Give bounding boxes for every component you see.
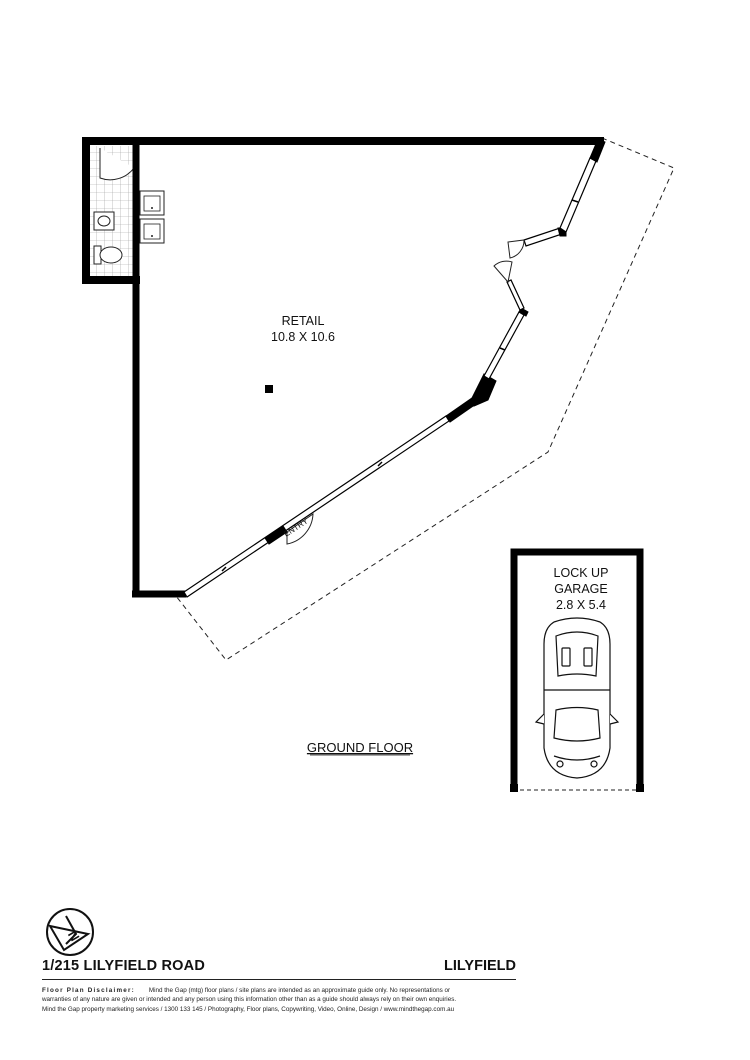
divider — [42, 979, 516, 980]
site-boundary — [175, 137, 675, 661]
bathroom — [90, 146, 136, 276]
disclaimer-line-1: Mind the Gap (mtg) floor plans / site pl… — [148, 987, 451, 994]
bathroom-door — [99, 148, 135, 181]
garage-label-2: GARAGE — [554, 582, 608, 596]
column — [265, 385, 273, 393]
disclaimer: Floor Plan Disclaimer: Mind the Gap (mtg)… — [42, 986, 516, 1014]
floor-plan-diagram: ENTRY RETAIL 10.8 X 10.6 LOCK UP GARAGE … — [82, 137, 675, 792]
floor-label: GROUND FLOOR — [307, 740, 413, 755]
suburb: LILYFIELD — [444, 958, 516, 974]
disclaimer-line-3: Mind the Gap property marketing services… — [42, 1005, 455, 1013]
disclaimer-title: Floor Plan Disclaimer: — [42, 987, 135, 994]
disclaimer-line-2: warranties of any nature are given or in… — [42, 996, 457, 1004]
garage-dimensions: 2.8 X 5.4 — [556, 598, 606, 612]
retail-walls — [82, 137, 604, 598]
basin-icon — [93, 211, 115, 231]
toilet-icon — [93, 245, 123, 265]
car-icon — [534, 617, 620, 779]
retail-label: RETAIL — [282, 314, 325, 328]
garage — [510, 548, 644, 792]
side-door — [493, 239, 525, 284]
north-compass-icon: N — [46, 908, 94, 956]
sink-icon — [139, 190, 165, 244]
front-windows — [183, 138, 606, 598]
retail-dimensions: 10.8 X 10.6 — [271, 330, 335, 344]
garage-label-1: LOCK UP — [554, 566, 609, 580]
entry-door — [286, 513, 314, 545]
property-address: 1/215 LILYFIELD ROAD — [42, 958, 206, 974]
